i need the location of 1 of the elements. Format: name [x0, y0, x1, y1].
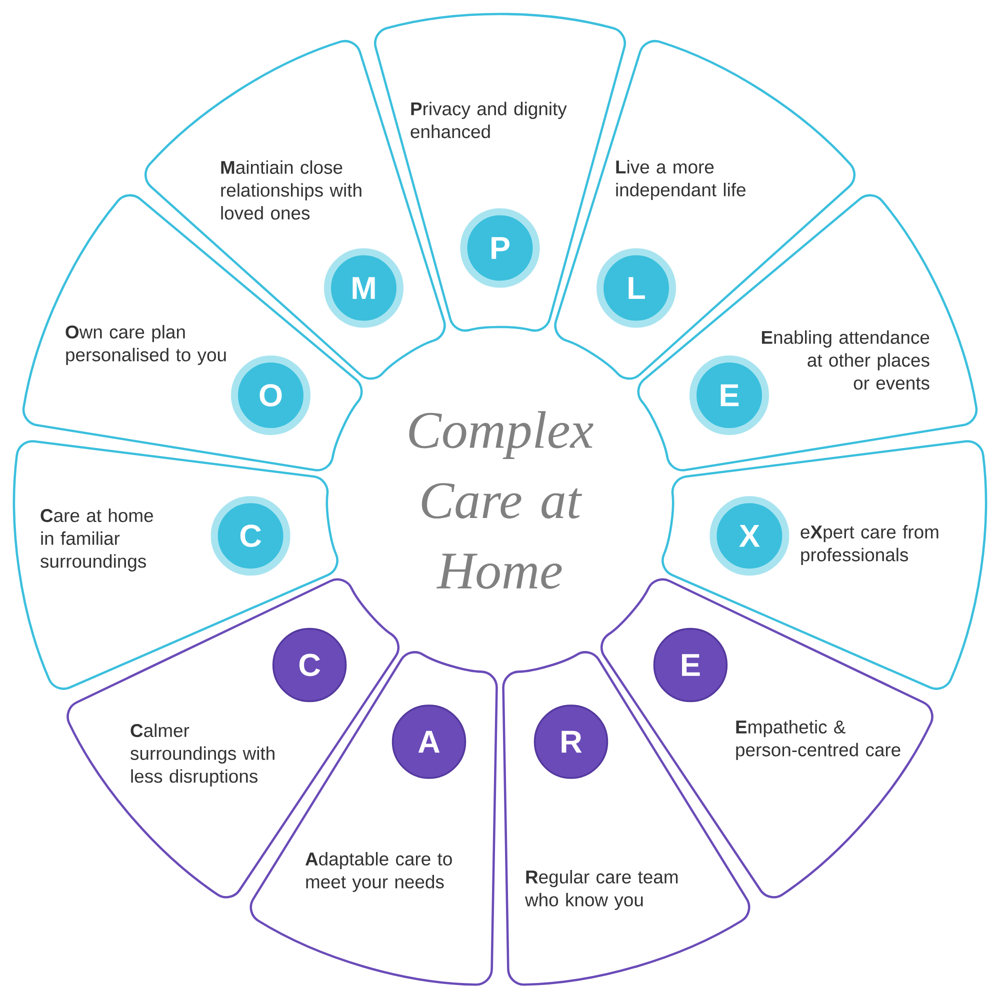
title: Complex Care at Home	[409, 411, 594, 589]
